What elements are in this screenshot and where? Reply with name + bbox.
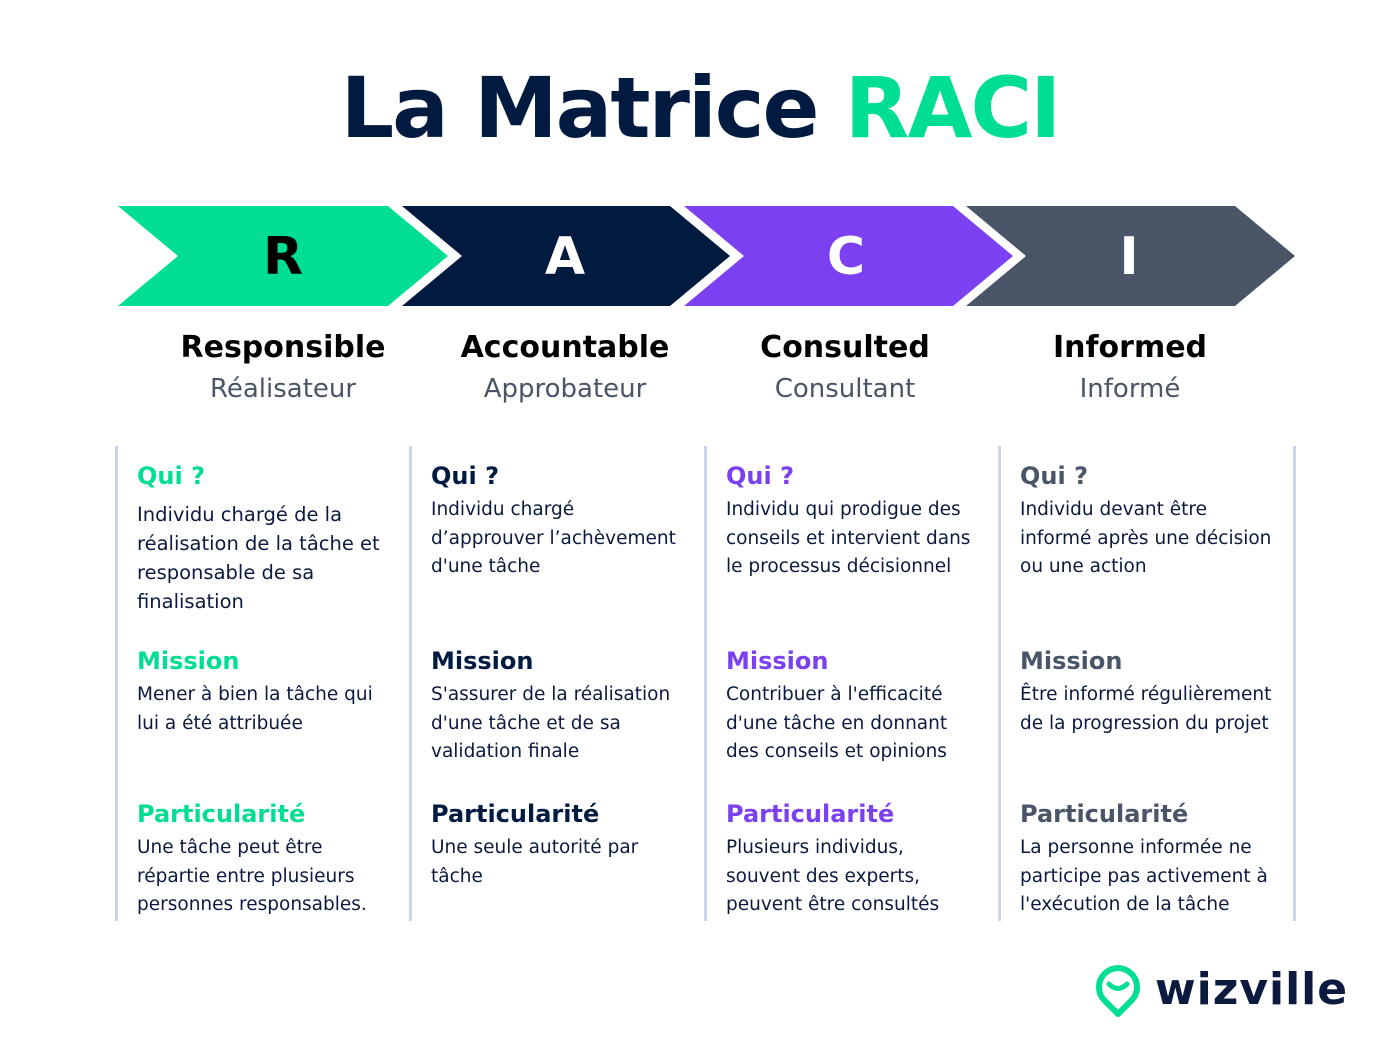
particularite-heading: Particularité	[726, 800, 895, 828]
particularite-text: La personne informée ne participe pas ac…	[1020, 837, 1268, 915]
mission-text: Contribuer à l'efficacité d'une tâche en…	[726, 684, 948, 762]
logo-text: wizville	[1155, 964, 1349, 1015]
chevron-i	[966, 206, 1295, 306]
role-name: Responsible	[180, 330, 386, 365]
chevron-letter-a: A	[544, 227, 586, 287]
role-french-name: Informé	[1079, 374, 1181, 404]
column-divider	[704, 446, 707, 921]
qui-heading: Qui ?	[431, 462, 499, 490]
column-divider	[409, 446, 412, 921]
column-divider	[998, 446, 1001, 921]
role-french-name: Réalisateur	[209, 374, 357, 404]
column-divider	[115, 446, 118, 921]
section-mission: Mission Être informé régulièrement de la…	[1020, 641, 1275, 738]
role-consulted: Consulted Consultant	[704, 328, 986, 410]
particularite-text: Une tâche peut être répartie entre plusi…	[137, 837, 367, 915]
mission-text: Mener à bien la tâche qui lui a été attr…	[137, 684, 373, 734]
section-mission: Mission Contribuer à l'efficacité d'une …	[726, 641, 981, 767]
particularite-heading: Particularité	[431, 800, 600, 828]
section-qui: Qui ? Individu devant être informé après…	[1020, 456, 1275, 582]
particularite-text: Plusieurs individus, souvent des experts…	[726, 837, 940, 915]
section-particularite: Particularité Une seule autorité par tâc…	[431, 794, 686, 891]
column-divider	[1293, 446, 1296, 921]
chevron-r	[118, 206, 448, 306]
title-main: La Matrice	[340, 59, 820, 157]
section-particularite: Particularité Plusieurs individus, souve…	[726, 794, 981, 920]
chevron-letter-r: R	[262, 227, 304, 287]
qui-heading: Qui ?	[726, 462, 794, 490]
section-mission: Mission S'assurer de la réalisation d'un…	[431, 641, 686, 767]
section-qui: Qui ? Individu qui prodigue des conseils…	[726, 456, 981, 582]
qui-text: Individu chargé de la réalisation de la …	[137, 503, 380, 613]
role-french-name: Consultant	[774, 374, 916, 404]
section-particularite: Particularité La personne informée ne pa…	[1020, 794, 1275, 920]
mission-heading: Mission	[431, 647, 534, 675]
mission-heading: Mission	[1020, 647, 1123, 675]
particularite-heading: Particularité	[137, 800, 306, 828]
role-name: Informed	[1052, 330, 1208, 365]
role-informed: Informed Informé	[989, 328, 1271, 410]
particularite-heading: Particularité	[1020, 800, 1189, 828]
qui-text: Individu chargé d’approuver l’achèvement…	[431, 499, 676, 577]
section-particularite: Particularité Une tâche peut être répart…	[137, 794, 392, 920]
chevron-letter-i: I	[1119, 227, 1139, 287]
chevron-c	[684, 206, 1013, 306]
mission-heading: Mission	[726, 647, 829, 675]
raci-chevron-bar	[118, 206, 1295, 306]
mission-text: S'assurer de la réalisation d'une tâche …	[431, 684, 671, 762]
chevron-letter-c: C	[826, 227, 866, 287]
qui-heading: Qui ?	[1020, 462, 1088, 490]
wizville-logo: wizville	[1093, 960, 1353, 1020]
page-title: La Matrice RACI	[0, 58, 1400, 158]
section-qui: Qui ? Individu chargé de la réalisation …	[137, 456, 392, 616]
location-pin-smile-icon	[1096, 965, 1140, 1017]
role-name: Accountable	[460, 330, 670, 365]
role-responsible: Responsible Réalisateur	[142, 328, 424, 410]
chevron-a	[402, 206, 730, 306]
qui-heading: Qui ?	[137, 462, 205, 490]
section-mission: Mission Mener à bien la tâche qui lui a …	[137, 641, 392, 738]
role-name: Consulted	[760, 330, 930, 365]
mission-text: Être informé régulièrement de la progres…	[1020, 684, 1272, 734]
qui-text: Individu qui prodigue des conseils et in…	[726, 499, 971, 577]
mission-heading: Mission	[137, 647, 240, 675]
qui-text: Individu devant être informé après une d…	[1020, 499, 1272, 577]
role-french-name: Approbateur	[483, 374, 647, 404]
title-accent: RACI	[844, 59, 1062, 157]
role-accountable: Accountable Approbateur	[424, 328, 706, 410]
section-qui: Qui ? Individu chargé d’approuver l’achè…	[431, 456, 686, 582]
particularite-text: Une seule autorité par tâche	[431, 837, 639, 887]
